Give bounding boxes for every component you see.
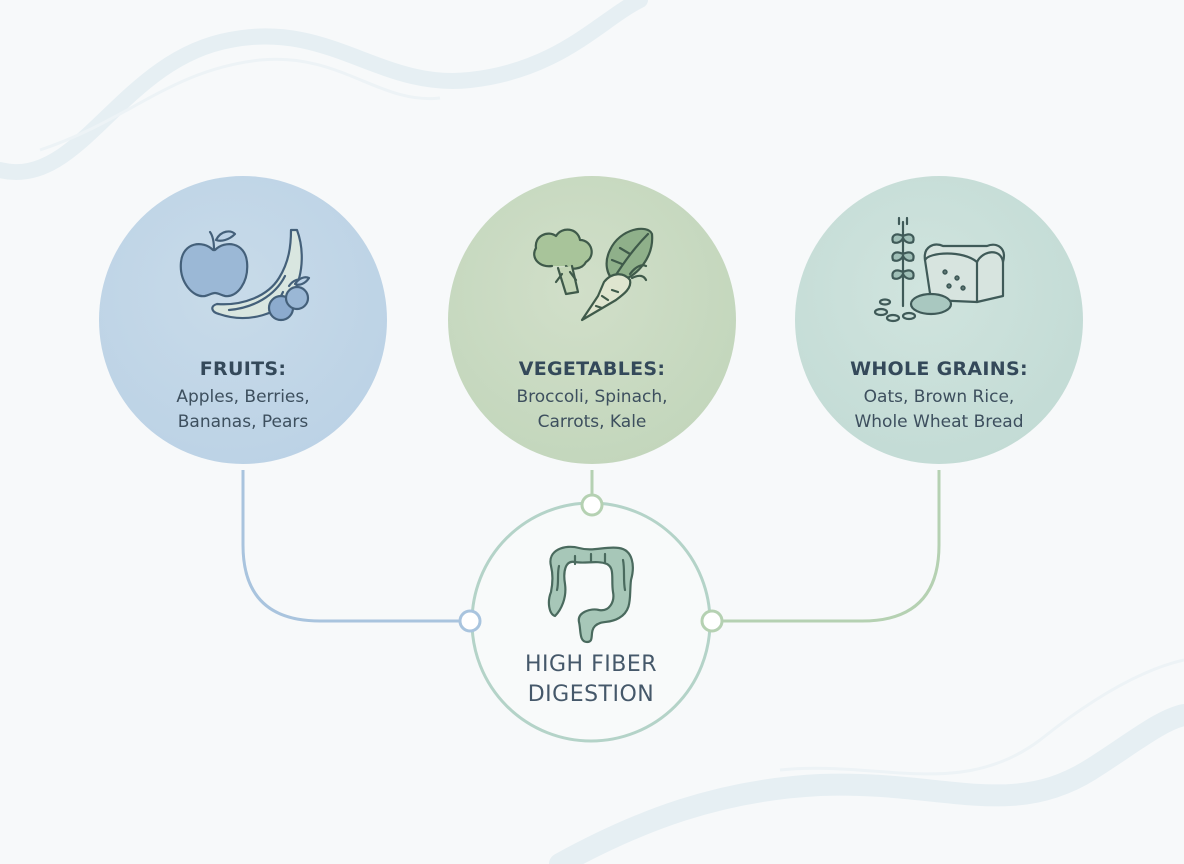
grains-icon <box>873 216 1005 323</box>
digestion-hub: HIGH FIBER DIGESTION <box>471 502 711 742</box>
connector-node-top <box>580 493 604 517</box>
connector-grains <box>723 470 941 623</box>
grains-title: WHOLE GRAINS: <box>850 358 1028 380</box>
fruits-examples-line1: Apples, Berries, <box>176 387 310 407</box>
vegetables-icon <box>533 227 654 322</box>
decorative-wave-bottom-thin <box>779 658 1184 776</box>
intestine-icon <box>547 545 634 644</box>
fruits-icon <box>179 228 311 322</box>
fruits-circle: FRUITS: Apples, Berries, Bananas, Pears <box>99 176 387 464</box>
grains-examples-line1: Oats, Brown Rice, <box>863 387 1015 407</box>
decorative-wave-top <box>0 0 648 180</box>
grains-examples-line2: Whole Wheat Bread <box>854 412 1024 432</box>
hub-label-line2: DIGESTION <box>527 682 655 707</box>
connector-node-left <box>458 609 482 633</box>
hub-label-line1: HIGH FIBER <box>524 652 658 677</box>
fruits-examples-line2: Bananas, Pears <box>177 412 309 432</box>
connector-node-right <box>700 609 724 633</box>
fruits-title: FRUITS: <box>199 358 287 380</box>
vegetables-title: VEGETABLES: <box>518 358 666 380</box>
vegetables-circle: VEGETABLES: Broccoli, Spinach, Carrots, … <box>448 176 736 464</box>
connector-fruits <box>241 470 459 623</box>
decorative-wave-bottom <box>549 704 1184 864</box>
vegetables-examples-line2: Carrots, Kale <box>537 412 647 432</box>
decorative-wave-top-thin <box>39 57 441 152</box>
vegetables-examples-line1: Broccoli, Spinach, <box>516 387 668 407</box>
grains-circle: WHOLE GRAINS: Oats, Brown Rice, Whole Wh… <box>795 176 1083 464</box>
